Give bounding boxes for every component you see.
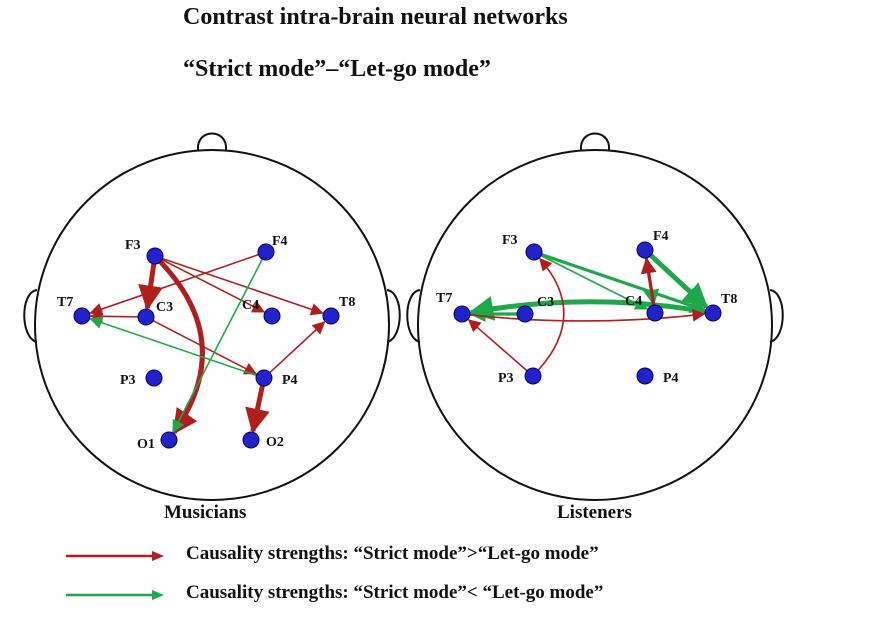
electrode-musicians-c3 [137,308,155,326]
electrode-label-musicians-f3: F3 [125,238,141,253]
electrode-label-musicians-f4: F4 [272,234,288,249]
connection-listeners-t7-to-t8 [469,308,706,322]
panel-label-musicians: Musicians [164,502,247,523]
connection-musicians-f3-to-c3 [138,263,163,311]
legend-item-red: Causality strengths: “Strict mode”>“Let-… [60,543,599,569]
connection-listeners-t8-to-t7 [468,296,706,321]
electrode-label-listeners-c3: C3 [537,295,554,310]
electrode-listeners-p4 [636,367,654,385]
electrode-label-listeners-t7: T7 [436,291,452,306]
electrode-musicians-c4 [263,307,281,325]
connection-listeners-f4-to-t8 [649,253,709,309]
connection-musicians-p4-to-t8 [269,321,326,374]
electrode-musicians-t7 [73,307,91,325]
electrode-listeners-f4 [636,241,654,259]
electrode-listeners-t8 [704,304,722,322]
connection-musicians-f3-to-o1 [158,260,205,435]
electrode-label-musicians-c3: C3 [156,300,173,315]
electrode-musicians-o2 [242,431,260,449]
connection-musicians-p4-to-t7 [89,316,257,377]
connection-listeners-f3-to-c4 [540,254,649,310]
electrode-label-musicians-t7: T7 [57,295,73,310]
connection-musicians-f3-to-t8 [162,257,324,316]
electrode-label-listeners-t8: T8 [721,292,737,307]
electrode-label-musicians-o2: O2 [266,435,284,450]
electrode-musicians-f4 [257,243,275,261]
legend-red-arrow [66,551,164,561]
electrode-listeners-p3 [524,367,542,385]
connections-musicians [89,253,326,435]
electrode-label-musicians-c4: C4 [242,298,259,313]
connection-musicians-p4-to-o2 [245,385,270,434]
head-musicians [23,132,401,501]
electrode-label-listeners-p3: P3 [498,371,514,386]
electrode-label-musicians-t8: T8 [339,295,355,310]
legend-red-label: Causality strengths: “Strict mode”>“Let-… [186,543,599,564]
connection-musicians-f3-to-c4 [161,258,266,313]
connection-listeners-c4-to-f4 [640,257,657,306]
electrode-label-listeners-p4: P4 [663,371,679,386]
electrode-musicians-f3 [146,247,164,265]
title-line-2: “Strict mode”–“Let-go mode” [183,56,491,82]
connection-musicians-c3-to-t7 [89,309,139,323]
connection-musicians-c3-to-p4 [152,319,258,375]
connections-listeners [467,253,709,372]
connection-musicians-f4-to-t7 [89,253,259,316]
electrode-listeners-f3 [525,243,543,261]
electrode-listeners-c3 [516,305,534,323]
electrode-label-musicians-p3: P3 [120,373,136,388]
electrode-label-musicians-o1: O1 [137,437,155,452]
electrode-label-musicians-p4: P4 [282,373,298,388]
connection-musicians-f4-to-o1 [172,258,264,434]
legend-green-arrow [66,590,164,600]
title-line-1: Contrast intra-brain neural networks [183,4,568,30]
legend-green-label: Causality strengths: “Strict mode”< “Let… [186,582,604,603]
electrode-listeners-c4 [646,304,664,322]
panel-label-listeners: Listeners [557,502,632,523]
head-listeners [406,132,784,501]
electrode-label-listeners-f3: F3 [502,233,518,248]
electrode-musicians-t8 [322,307,340,325]
electrode-label-listeners-f4: F4 [653,229,669,244]
electrode-musicians-o1 [160,431,178,449]
electrode-musicians-p3 [145,369,163,387]
connection-listeners-p3-to-f3 [537,257,565,371]
electrode-label-listeners-c4: C4 [625,294,642,309]
legend-item-green: Causality strengths: “Strict mode”< “Let… [60,582,603,608]
connection-listeners-p3-to-t7 [467,319,528,372]
connection-listeners-f3-to-t8 [541,253,706,314]
electrode-musicians-p4 [255,369,273,387]
electrode-listeners-t7 [453,305,471,323]
